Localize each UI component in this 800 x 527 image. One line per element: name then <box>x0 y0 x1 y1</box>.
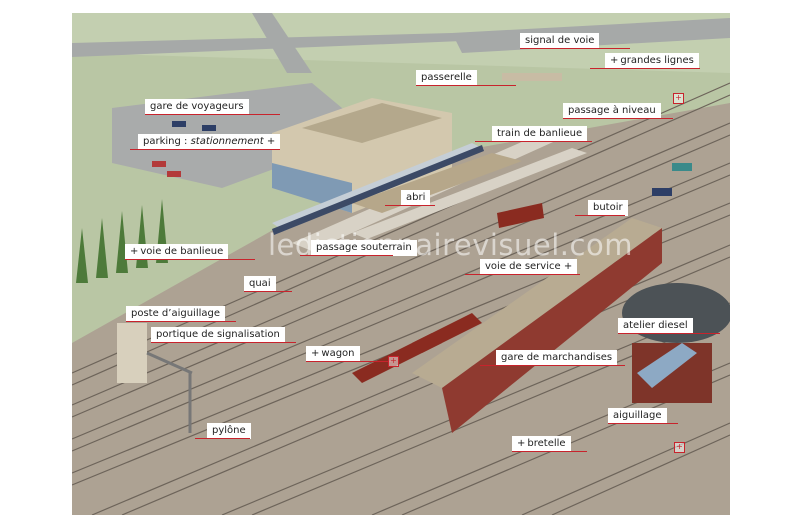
label-text: wagon <box>321 348 355 359</box>
leader-line <box>125 259 255 260</box>
platform-2 <box>352 148 587 239</box>
commuter-train-stripe <box>272 145 484 235</box>
label-bretelle: +bretelle <box>512 436 571 452</box>
label-text: gare de marchandises <box>501 352 613 363</box>
freight-wagon-2 <box>412 313 482 353</box>
label-quai: quai <box>244 276 276 292</box>
plus-icon[interactable]: + <box>673 93 684 104</box>
shelter-roof <box>352 153 522 213</box>
road-far <box>72 33 462 57</box>
label-pylone: pylône <box>207 423 251 439</box>
leader-line <box>608 423 678 424</box>
leader-line <box>195 438 250 439</box>
label-text: voie de service <box>485 261 561 272</box>
plus-marker: + <box>610 55 619 66</box>
freight-wagon-3 <box>497 203 544 228</box>
label-text: atelier diesel <box>623 320 688 331</box>
label-text: passerelle <box>421 72 472 83</box>
leader-line <box>563 118 673 119</box>
label-portique-de-signalisation: portique de signalisation <box>151 327 285 343</box>
signal-gantry <box>146 351 193 375</box>
leader-line <box>520 48 630 49</box>
plus-marker: + <box>563 261 573 272</box>
plus-marker: + <box>266 136 276 147</box>
leader-line <box>151 342 296 343</box>
label-voie-de-banlieue: +voie de banlieue <box>125 244 229 260</box>
road-diagonal <box>252 13 312 73</box>
station-roof <box>302 103 442 143</box>
label-text: portique de signalisation <box>156 329 280 340</box>
leader-line <box>300 255 393 256</box>
label-abri: abri <box>401 190 431 206</box>
leader-line <box>512 451 587 452</box>
label-gare-de-voyageurs: gare de voyageurs <box>145 99 249 115</box>
leader-line <box>465 274 580 275</box>
label-text: quai <box>249 278 271 289</box>
station-scene-svg <box>71 13 732 516</box>
label-text: aiguillage <box>613 410 662 421</box>
label-text: abri <box>406 192 426 203</box>
leader-line <box>575 215 625 216</box>
leader-line <box>618 333 720 334</box>
label-passage-a-niveau: passage à niveau <box>563 103 661 119</box>
leader-line <box>480 365 625 366</box>
signal-box <box>117 323 147 383</box>
freight-station-wall <box>442 228 662 433</box>
label-text: grandes lignes <box>620 55 694 66</box>
leader-line <box>145 114 280 115</box>
label-atelier-diesel: atelier diesel <box>618 318 693 334</box>
label-text: poste d’aiguillage <box>131 308 221 319</box>
label-voie-de-service: voie de service + <box>480 259 578 275</box>
label-text: passage souterrain <box>316 242 412 253</box>
diesel-locomotive <box>637 343 697 388</box>
label-train-de-banlieue: train de banlieue <box>492 126 588 142</box>
leader-line <box>590 68 700 69</box>
label-text: train de banlieue <box>497 128 583 139</box>
plus-marker: + <box>517 438 526 449</box>
rail-station-illustration <box>71 13 732 516</box>
plus-icon[interactable]: + <box>388 356 399 367</box>
leader-line <box>130 149 280 150</box>
label-poste-d-aiguillage: poste d’aiguillage <box>126 306 226 322</box>
leader-line <box>475 141 592 142</box>
label-passage-souterrain: passage souterrain <box>311 240 417 256</box>
leader-line <box>244 291 292 292</box>
plus-marker: + <box>311 348 320 359</box>
label-parking: parking : stationnement + <box>138 134 281 150</box>
label-text: parking : <box>143 136 188 147</box>
label-grandes-lignes: +grandes lignes <box>605 53 699 69</box>
leader-line <box>126 321 236 322</box>
label-butoir: butoir <box>588 200 628 216</box>
footbridge <box>502 73 562 81</box>
label-signal-de-voie: signal de voie <box>520 33 600 49</box>
label-passerelle: passerelle <box>416 70 477 86</box>
cars <box>152 121 692 196</box>
label-text: signal de voie <box>525 35 595 46</box>
leader-line <box>306 361 391 362</box>
label-text: pylône <box>212 425 246 436</box>
plus-icon[interactable]: + <box>674 442 685 453</box>
label-text: butoir <box>593 202 623 213</box>
label-aiguillage: aiguillage <box>608 408 667 424</box>
freight-station-roof <box>412 218 662 388</box>
leader-line <box>416 85 516 86</box>
label-text-italic: stationnement <box>190 136 264 147</box>
label-text: gare de voyageurs <box>150 101 244 112</box>
label-text: bretelle <box>527 438 566 449</box>
label-text: passage à niveau <box>568 105 656 116</box>
leader-line <box>385 205 435 206</box>
label-wagon: +wagon <box>306 346 360 362</box>
label-text: voie de banlieue <box>140 246 224 257</box>
label-gare-de-marchandises: gare de marchandises <box>496 350 618 366</box>
plus-marker: + <box>130 246 139 257</box>
diesel-shed <box>622 283 732 343</box>
